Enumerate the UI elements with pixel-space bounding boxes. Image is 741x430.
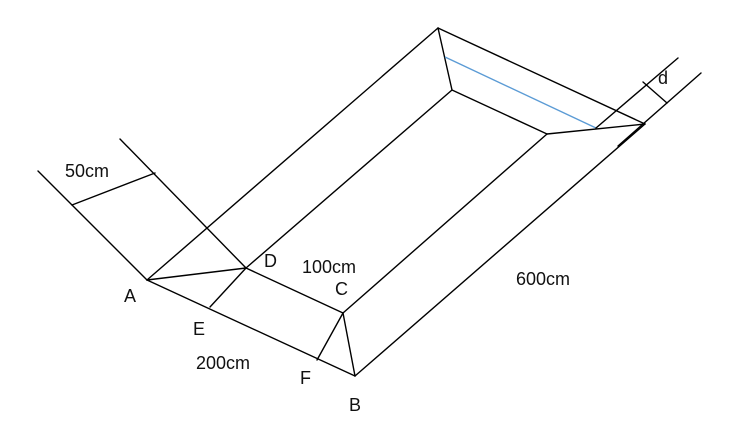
edge-d-c — [245, 267, 344, 314]
edge-right-corner-inner-right — [546, 123, 646, 135]
label-point-a: A — [124, 286, 136, 306]
extension-line-outer — [617, 72, 702, 147]
label-side-length: 600cm — [516, 269, 570, 289]
dimension-50cm — [37, 138, 247, 281]
label-point-c: C — [335, 279, 348, 299]
dimension-line-50cm — [71, 172, 156, 206]
edge-d-inner-far — [245, 89, 453, 269]
edge-inner-far-inner-right — [451, 89, 548, 135]
dimension-line-d — [642, 81, 668, 104]
edge-a-d — [146, 267, 247, 281]
label-bottom-length: 200cm — [196, 353, 250, 373]
dimension-d — [595, 57, 702, 147]
edge-d-e — [209, 267, 247, 308]
label-slope-width: 50cm — [65, 161, 109, 181]
edge-c-f — [316, 312, 344, 361]
edge-a-far-corner — [146, 27, 439, 281]
edge-a-b — [146, 279, 356, 377]
label-point-f: F — [300, 368, 311, 388]
label-top-length: 100cm — [302, 257, 356, 277]
extension-line-inner — [595, 57, 679, 129]
edge-far-corner-right-corner — [437, 27, 646, 125]
edge-b-c — [342, 312, 356, 377]
extension-line-d — [119, 138, 247, 269]
label-point-d: D — [264, 251, 277, 271]
edge-c-inner-right — [342, 133, 548, 314]
outer-rim — [146, 27, 646, 377]
highlight-line — [444, 56, 597, 129]
edge-b-right-corner — [354, 123, 646, 377]
label-point-e: E — [193, 319, 205, 339]
inner-bottom — [245, 89, 548, 314]
label-point-b: B — [349, 395, 361, 415]
slope-edges — [146, 27, 646, 377]
extension-line-a — [37, 170, 148, 281]
edge-far-corner-inner-far — [437, 27, 453, 91]
construction-lines — [209, 267, 344, 361]
label-thickness: d — [658, 68, 668, 88]
